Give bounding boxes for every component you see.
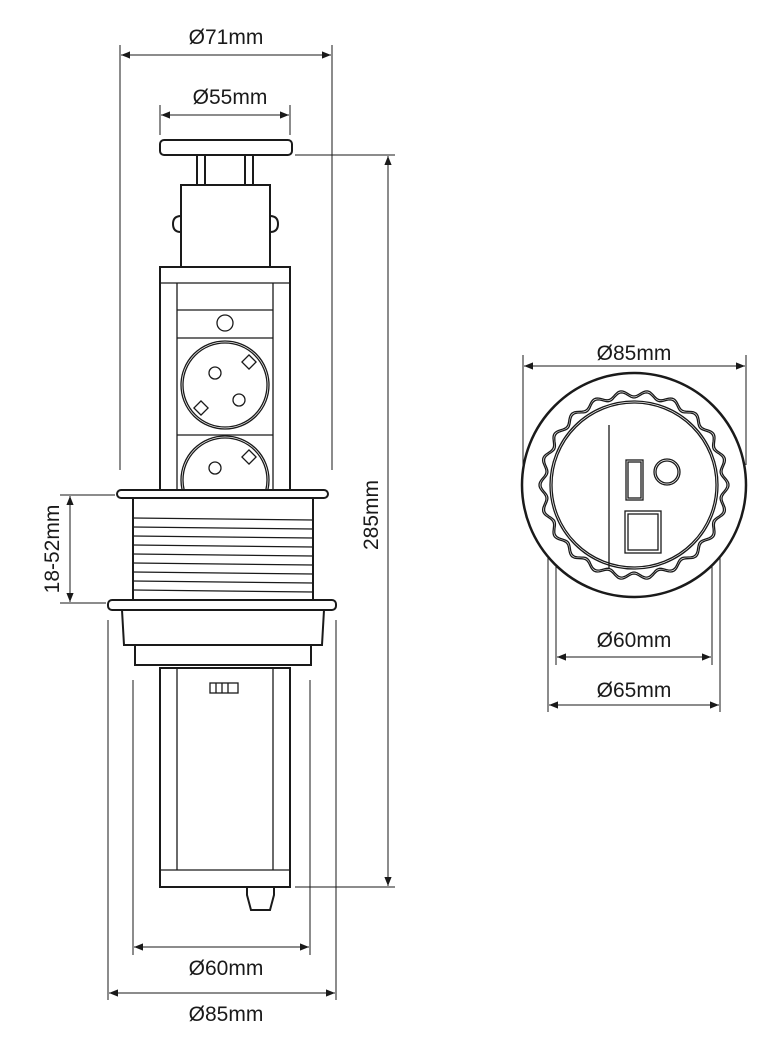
thread-lines [132,517,314,593]
data-port-icon [624,510,662,554]
knob-left [171,214,182,234]
usb-port-icon [625,459,644,501]
dim-label-bottom-outer: Ø85mm [189,1003,264,1026]
stem-left [196,154,206,186]
lid-rim-inner [540,392,728,578]
locking-nut [134,644,312,666]
housing [159,266,291,491]
extension-lines [60,45,395,1000]
connector [209,682,239,694]
threaded-body [132,497,314,601]
lower-body [159,667,291,888]
dim-label-inner: Ø60mm [597,629,672,652]
top-view: Ø85mm Ø60mm Ø65mm [520,342,748,712]
dim-label-worktop: 18-52mm [41,505,64,594]
upper-flange [116,489,329,499]
collar [120,609,326,646]
lid-rim [538,390,730,580]
upper-block [180,184,271,268]
switch-icon [653,458,681,486]
schuko-socket-icon [180,435,270,490]
switch-icon [216,314,234,332]
outer-flange [520,371,748,599]
cable-gland [246,886,275,911]
dim-label-top-outer: Ø71mm [189,26,264,49]
stem-right [244,154,254,186]
top-cap [159,139,293,156]
dim-label-bottom-inner: Ø60mm [189,957,264,980]
lid [549,400,719,570]
knob-right [269,214,280,234]
schuko-socket-icon [180,340,270,430]
side-view: Ø71mm Ø55mm 285mm 18-52mm Ø60mm Ø85mm [41,26,395,1026]
socket-tower [107,139,337,911]
dim-label-top-cap: Ø55mm [193,86,268,109]
lower-flange [107,599,337,611]
dim-label-outer: Ø85mm [597,342,672,365]
dim-label-height: 285mm [360,480,383,550]
dim-label-cutout: Ø65mm [597,679,672,702]
